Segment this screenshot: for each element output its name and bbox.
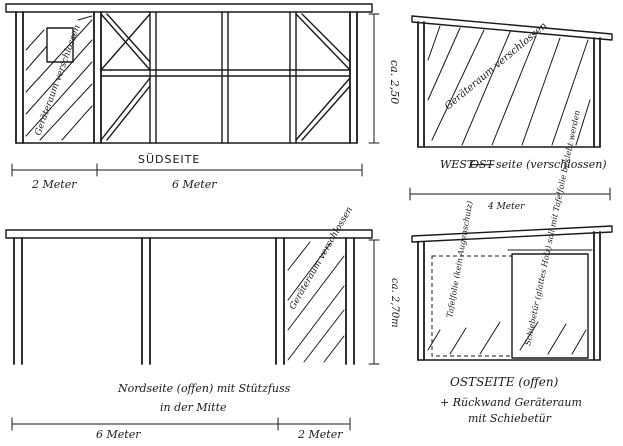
north-room-label: Geräteraum verschlossen [288, 205, 355, 311]
west-dim-label: 4 Meter [487, 202, 525, 212]
south-braces [100, 13, 351, 141]
south-height-label: ca. 2,50 [388, 60, 401, 104]
east-chalkboard-area [431, 255, 513, 357]
south-dim-left: 2 Meter [31, 178, 77, 191]
east-note-left: Tafelfolie (kein Augenschutz) [445, 200, 474, 318]
east-sub-1: + Rückwand Geräteraum [440, 396, 582, 409]
west-elevation: Geräteraum verschlossen WEST OST seite (… [409, 15, 613, 212]
east-hatching [427, 321, 587, 355]
south-window [46, 27, 74, 63]
east-roof [411, 225, 613, 243]
south-title: SÜDSEITE [138, 153, 200, 166]
west-hatching [427, 25, 591, 146]
north-hatching [287, 241, 345, 363]
south-dim-right: 6 Meter [172, 178, 217, 191]
east-elevation: Tafelfolie (kein Augenschutz) Schiebetür… [411, 109, 613, 425]
north-title-1: Nordseite (offen) mit Stützfuss [117, 382, 291, 395]
east-title: OSTSEITE (offen) [450, 375, 559, 389]
west-roof [411, 15, 613, 41]
west-title-b: seite (verschlossen) [496, 158, 607, 171]
north-dim-right: 2 Meter [297, 428, 343, 441]
east-sliding-door [511, 253, 589, 359]
north-title-2: in der Mitte [160, 401, 227, 414]
north-roof-beam [5, 229, 373, 239]
east-sub-2: mit Schiebetür [468, 412, 552, 425]
south-elevation: Geräteraum verschlossen ca. 2,50 SÜDSEIT… [5, 3, 401, 191]
south-hatching [25, 15, 93, 141]
west-title-a: WEST [440, 158, 476, 171]
north-height-label: ca. 2,70m [389, 278, 400, 328]
north-elevation: Geräteraum verschlossen ca. 2,70m Nordse… [5, 205, 400, 441]
west-room-label: Geräteraum verschlossen [443, 20, 550, 112]
south-roof-beam [5, 3, 373, 13]
west-title-strike: OST [470, 158, 496, 171]
north-dim-left: 6 Meter [96, 428, 141, 441]
